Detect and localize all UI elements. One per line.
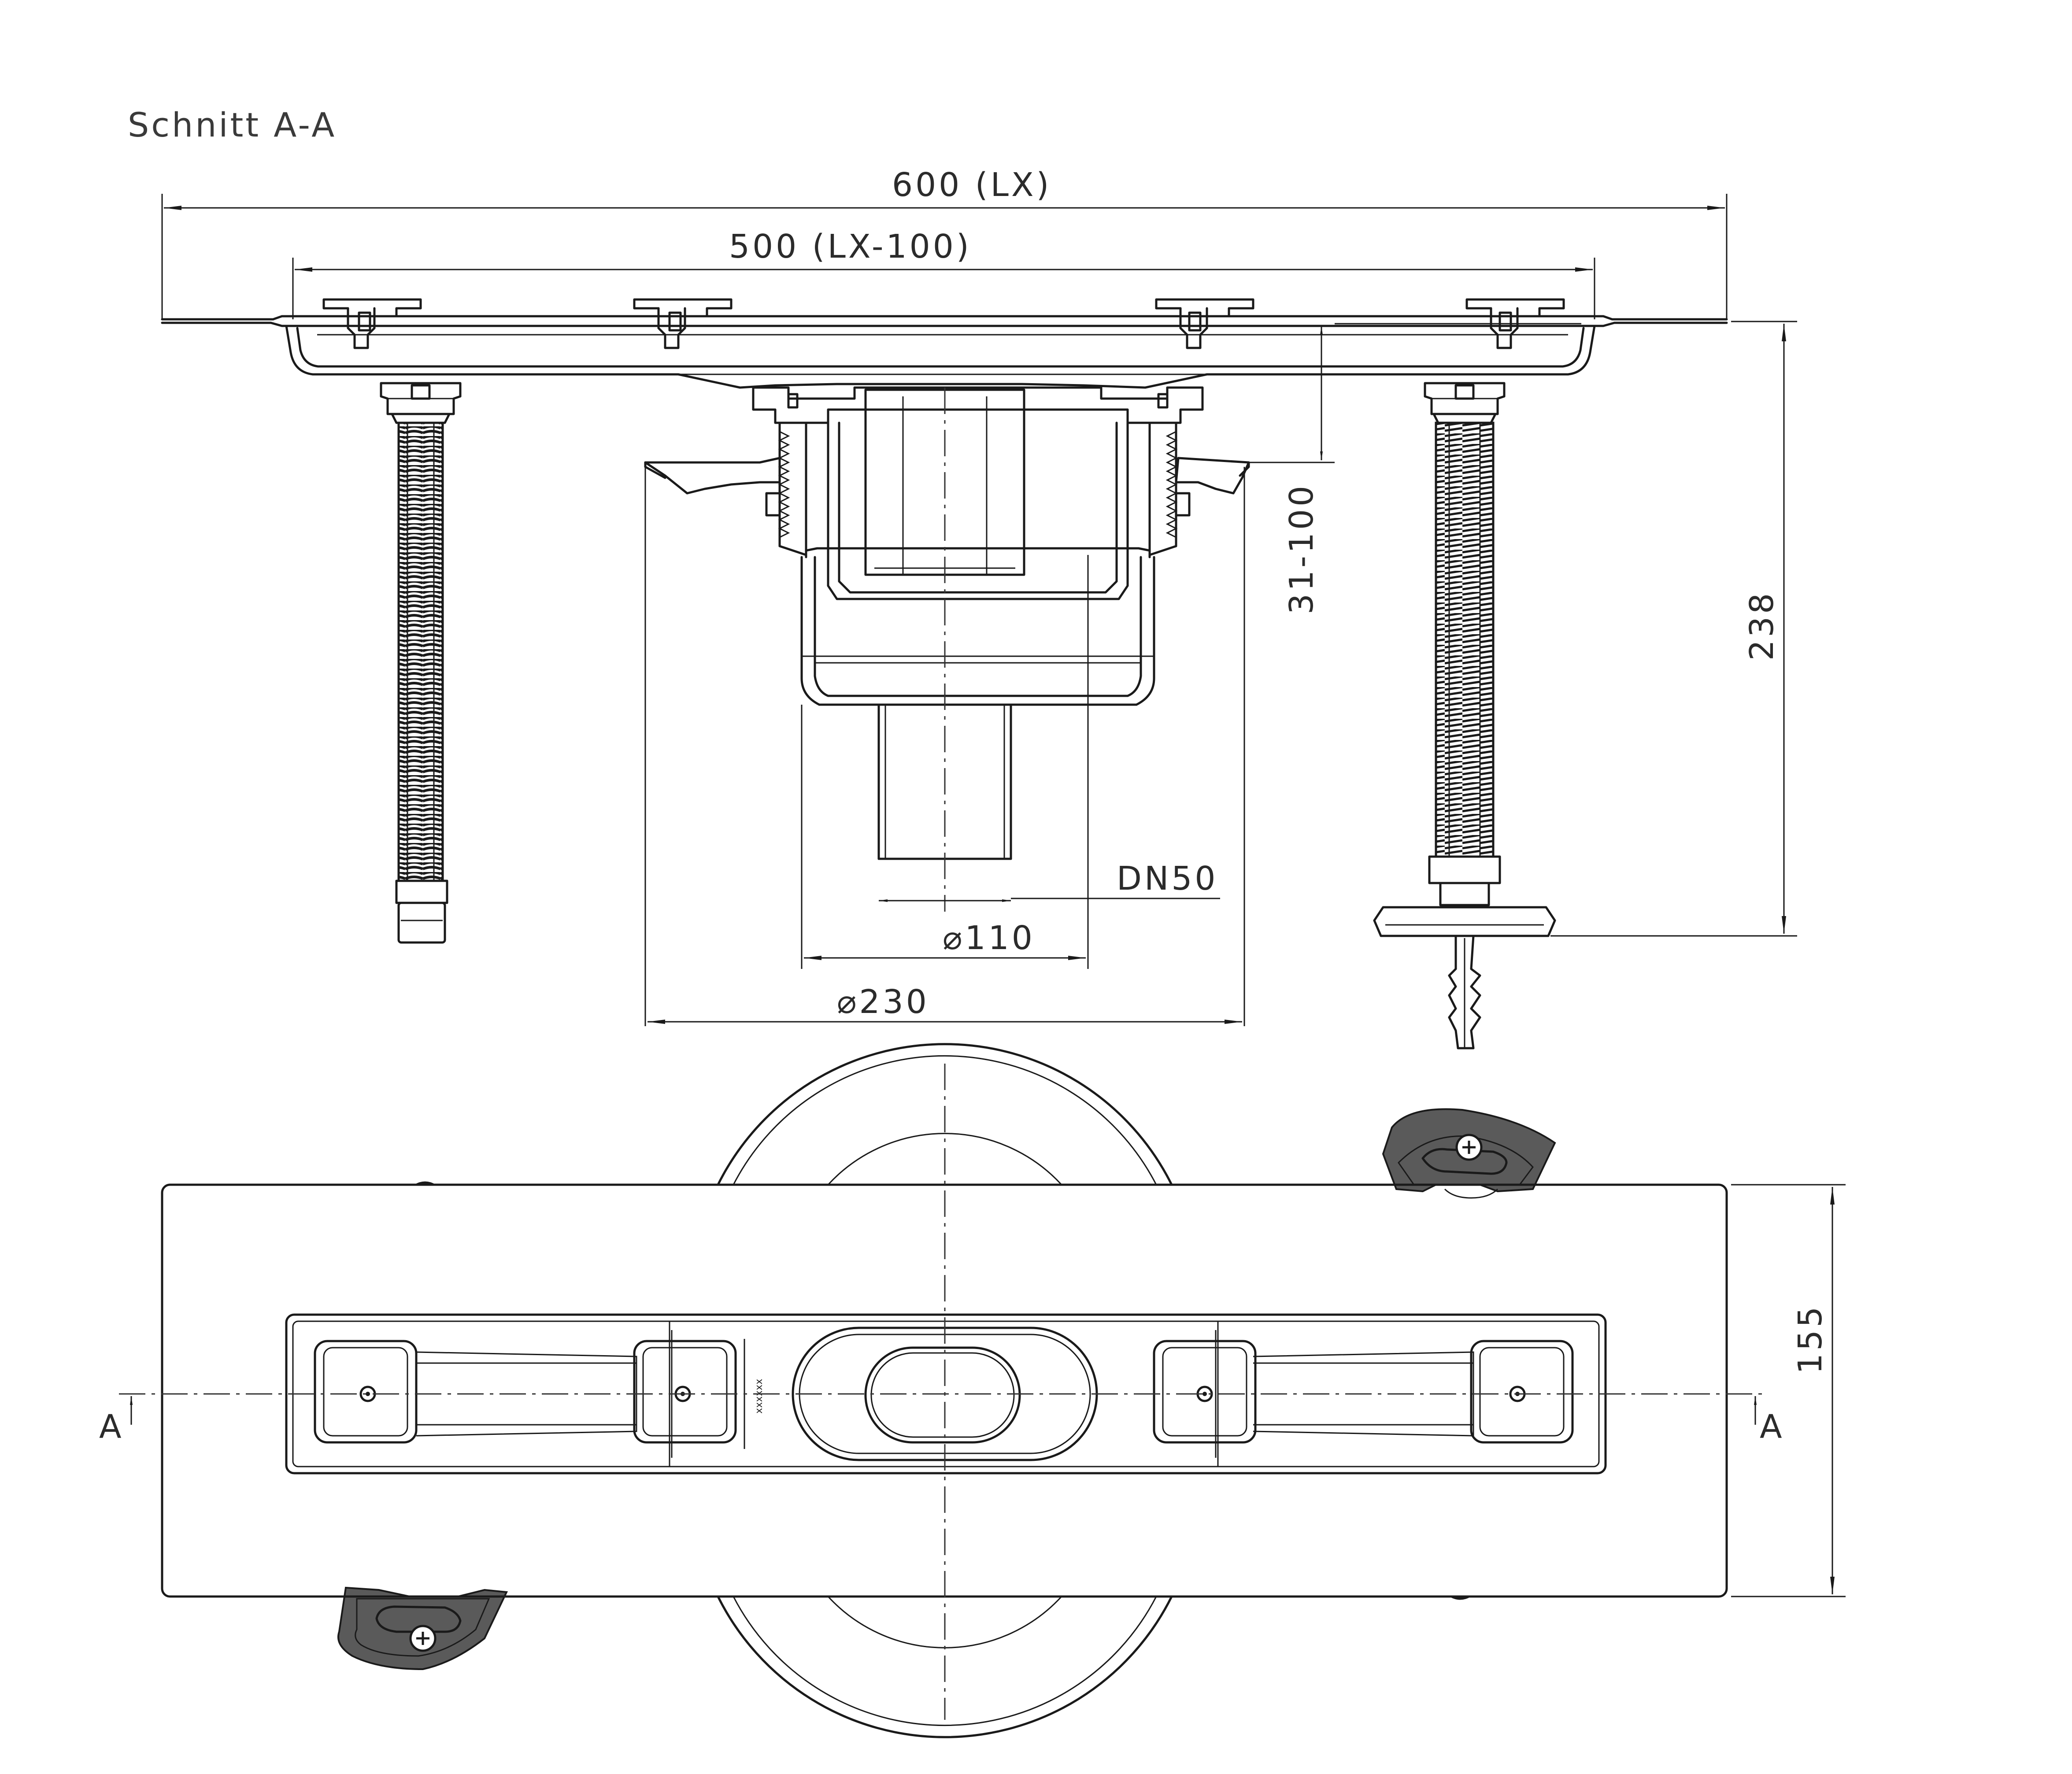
drawing-title: Schnitt A-A	[128, 105, 337, 144]
right-support-plan	[1153, 1340, 1574, 1444]
section-marker-right: A	[1754, 1396, 1785, 1446]
dim-height-range-label: 31-100	[1283, 483, 1321, 614]
drain-flange-plan	[717, 1043, 1173, 1738]
section-label-right: A	[1760, 1408, 1785, 1446]
marking-text: xxxxxx	[754, 1379, 765, 1414]
dim-outlet-label: DN50	[1117, 860, 1218, 898]
section-marker-left: A	[99, 1396, 133, 1446]
section-label-left: A	[99, 1408, 124, 1446]
plan-view: xxxxxx A A 155	[99, 1043, 1846, 1738]
dim-total-height-label: 238	[1743, 591, 1781, 661]
channel-body-section	[161, 315, 1728, 389]
drain-body-section	[644, 386, 1250, 860]
dimension-inner-length: 500 (LX-100)	[292, 228, 1595, 319]
dim-inner-length-label: 500 (LX-100)	[729, 228, 972, 266]
adjuster-bracket-2	[633, 298, 733, 349]
dim-width-label: 155	[1791, 1304, 1829, 1374]
dim-diameter-110-label: ⌀110	[943, 919, 1035, 957]
section-view: 600 (LX) 500 (LX-100)	[161, 166, 1797, 1050]
adjuster-bracket-1	[322, 298, 422, 349]
wall-bracket-bottom	[337, 1586, 508, 1671]
height-adjuster-brackets-section	[322, 298, 1565, 349]
dimension-diameter-110: ⌀110	[801, 555, 1089, 969]
dim-overall-length-label: 600 (LX)	[892, 166, 1051, 204]
left-adjuster-leg	[380, 382, 462, 944]
dimension-diameter-230: ⌀230	[644, 467, 1245, 1026]
adjuster-bracket-4	[1465, 298, 1565, 349]
adjuster-bracket-3	[1155, 298, 1254, 349]
dim-diameter-230-label: ⌀230	[837, 983, 929, 1021]
right-adjuster-leg	[1373, 382, 1556, 1050]
dimension-height-range: 31-100	[1247, 323, 1581, 614]
wall-bracket-top	[1382, 1108, 1556, 1199]
dimension-overall-length: 600 (LX)	[161, 166, 1728, 319]
dimension-total-height: 238	[1550, 321, 1797, 937]
dimension-width: 155	[1731, 1184, 1846, 1597]
dimension-outlet: DN50	[1011, 860, 1220, 899]
